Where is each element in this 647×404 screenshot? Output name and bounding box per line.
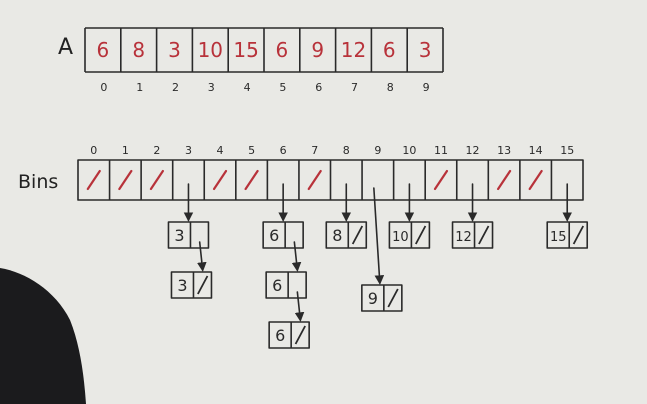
node-null-slash (197, 275, 209, 295)
array-value: 6 (276, 38, 289, 62)
node-value: 12 (455, 230, 472, 245)
array-index: 3 (208, 81, 215, 94)
array-index: 0 (100, 81, 107, 94)
bins-label: Bins (18, 171, 58, 193)
bin-index: 6 (280, 144, 287, 157)
node-null-slash (415, 225, 427, 245)
list-node: 10 (388, 221, 431, 249)
null-slash (433, 169, 449, 191)
array-index: 8 (387, 81, 394, 94)
array-value: 9 (311, 38, 324, 62)
bin-chains: 3 3 6 6 6 8 9 10 12 15 (167, 183, 589, 349)
array-index: 5 (279, 81, 286, 94)
bin-index: 8 (343, 144, 350, 157)
node-box (170, 271, 213, 299)
bin-index: 9 (374, 144, 381, 157)
null-slash (496, 169, 512, 191)
null-slash (528, 169, 543, 191)
null-slash (86, 169, 101, 191)
list-node: 6 (262, 221, 304, 272)
null-slash (244, 169, 259, 191)
list-node: 6 (265, 271, 307, 322)
array-value: 6 (383, 38, 396, 62)
node-box (546, 221, 589, 249)
list-node: 3 (170, 271, 213, 299)
null-slash (149, 169, 165, 191)
array-value: 15 (233, 38, 258, 62)
node-next-arrow (291, 241, 302, 272)
null-slash (307, 169, 322, 191)
list-node: 8 (325, 221, 368, 249)
list-node: 9 (361, 284, 403, 312)
bin-index: 11 (434, 144, 448, 157)
node-value: 6 (272, 276, 282, 295)
list-node: 3 (167, 221, 210, 272)
array-value: 3 (419, 38, 432, 62)
node-value: 9 (368, 289, 378, 308)
array-value: 6 (97, 38, 110, 62)
node-box (388, 221, 431, 249)
node-value: 6 (275, 326, 285, 345)
array-index: 9 (423, 81, 430, 94)
node-box (265, 271, 307, 299)
node-box (268, 321, 310, 349)
node-value: 8 (332, 226, 342, 245)
node-null-slash (478, 225, 490, 245)
bin-index: 2 (153, 144, 160, 157)
bin-index: 12 (466, 144, 480, 157)
node-null-slash (572, 225, 585, 245)
list-node: 6 (268, 321, 310, 349)
array-index: 6 (315, 81, 322, 94)
bin-index: 5 (248, 144, 255, 157)
node-value: 15 (550, 230, 567, 245)
node-value: 3 (177, 276, 187, 295)
node-box (451, 221, 494, 249)
array-value: 3 (168, 38, 181, 62)
bin-index: 14 (529, 144, 543, 157)
node-box (262, 221, 304, 249)
array-label: A (58, 35, 73, 60)
bin-index: 15 (560, 144, 574, 157)
node-box (167, 221, 210, 249)
array-index: 2 (172, 81, 179, 94)
node-null-slash (351, 225, 364, 245)
list-node: 12 (451, 221, 494, 249)
node-box (325, 221, 368, 249)
bin-index: 4 (217, 144, 224, 157)
node-value: 6 (269, 226, 279, 245)
list-node: 15 (546, 221, 589, 249)
bin-index: 3 (185, 144, 192, 157)
node-null-slash (387, 288, 399, 308)
array-index: 7 (351, 81, 358, 94)
array-value: 8 (132, 38, 145, 62)
node-box (361, 284, 403, 312)
array-index: 1 (136, 81, 143, 94)
bin-index: 1 (122, 144, 129, 157)
chain-arrow (373, 187, 385, 285)
bin-index: 0 (90, 144, 97, 157)
null-slash (118, 169, 133, 191)
bin-index: 13 (497, 144, 511, 157)
node-null-slash (294, 325, 306, 345)
node-value: 10 (392, 230, 409, 245)
array-value: 10 (198, 38, 223, 62)
bin-index: 7 (311, 144, 318, 157)
array-value: 12 (341, 38, 366, 62)
node-value: 3 (174, 226, 184, 245)
null-slash (212, 169, 228, 191)
node-next-arrow (294, 291, 305, 322)
node-next-arrow (197, 241, 207, 272)
array-index: 4 (244, 81, 251, 94)
presenter-silhouette (0, 268, 86, 404)
bin-index: 10 (402, 144, 416, 157)
